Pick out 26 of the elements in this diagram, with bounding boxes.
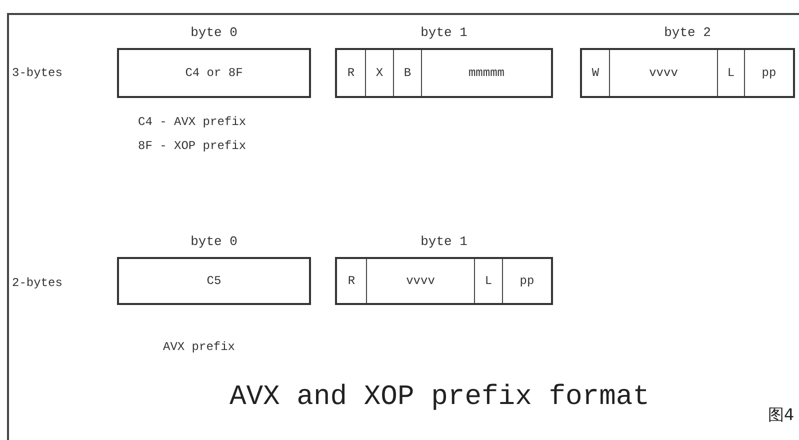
byte-heading: byte 1 — [420, 25, 468, 40]
field-name: W — [592, 66, 600, 80]
field-name: R — [347, 66, 355, 80]
field-name: vvvv — [649, 66, 678, 80]
field-name: pp — [762, 66, 776, 80]
row-label: 2-bytes — [12, 276, 62, 290]
field-name: X — [376, 66, 384, 80]
prefix-note: 8F - XOP prefix — [138, 139, 246, 153]
field-name: mmmmm — [468, 66, 504, 80]
diagram-title: AVX and XOP prefix format — [228, 382, 651, 413]
figure-number: 图4 — [768, 405, 794, 426]
field-name: L — [484, 274, 492, 288]
field-name: vvvv — [406, 274, 435, 288]
byte-heading: byte 0 — [190, 25, 238, 40]
field-name: L — [727, 66, 735, 80]
prefix-note: C4 - AVX prefix — [138, 115, 246, 129]
field-name: R — [348, 274, 356, 288]
row-label: 3-bytes — [12, 66, 62, 80]
field-name: pp — [520, 274, 534, 288]
byte-value: C5 — [206, 274, 222, 288]
field-name: B — [404, 66, 412, 80]
byte-heading: byte 1 — [420, 234, 468, 249]
byte-value: C4 or 8F — [184, 66, 244, 80]
prefix-note: AVX prefix — [163, 340, 236, 354]
byte-heading: byte 0 — [190, 234, 238, 249]
byte-heading: byte 2 — [663, 25, 712, 40]
